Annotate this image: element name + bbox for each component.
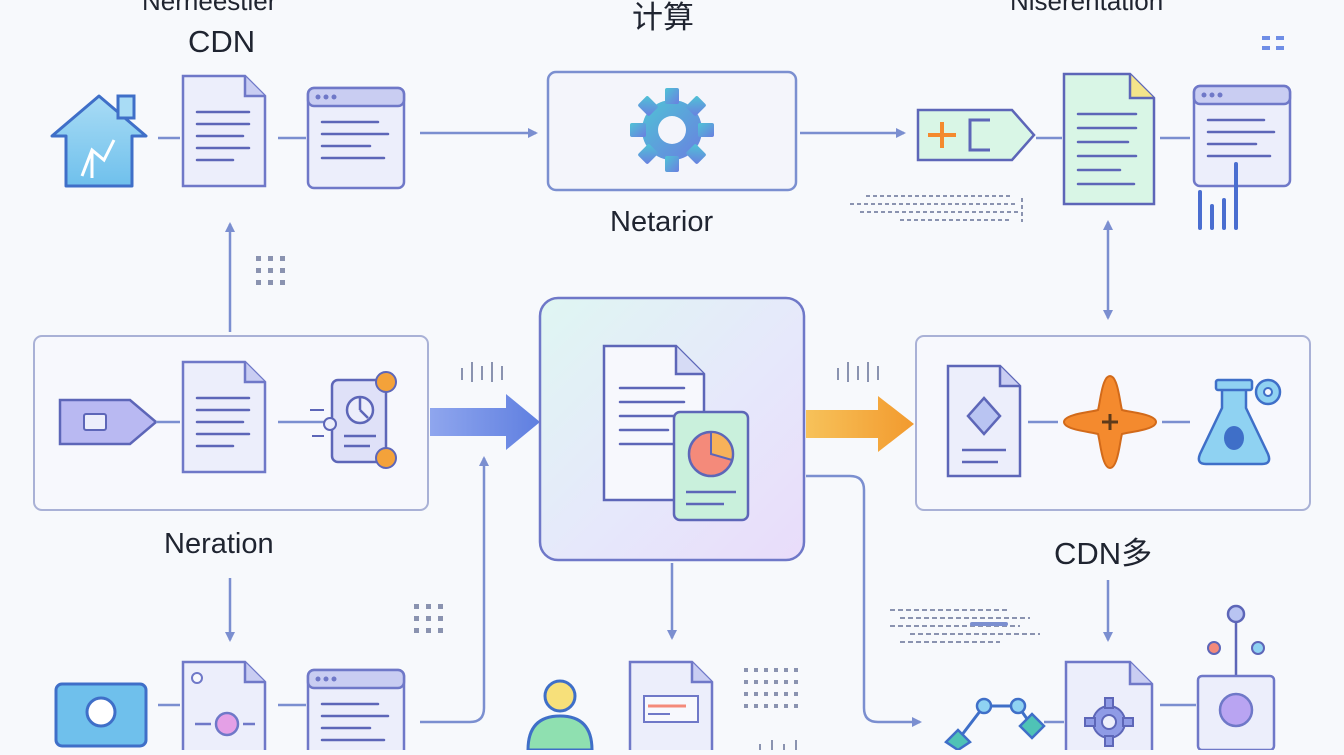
gear-icon — [630, 88, 714, 172]
middle-right-node — [915, 335, 1311, 511]
gear-document-icon — [1064, 660, 1154, 755]
tag-icon — [58, 398, 158, 446]
mid-center-label: Netarior — [610, 206, 714, 238]
chip-node-icon — [310, 371, 397, 469]
grid-dots-icon — [1262, 36, 1284, 50]
center-node — [538, 296, 806, 562]
pie-chart-card-icon — [672, 410, 750, 522]
middle-left-node — [33, 335, 429, 511]
top-center-node — [546, 70, 798, 192]
avatar-document-icon — [181, 660, 267, 755]
mid-right-label: CDN多 — [1054, 536, 1153, 571]
data-stream-lines — [890, 609, 1040, 643]
bottom-center-row — [526, 660, 797, 755]
orange-plus-star-icon — [1062, 374, 1158, 470]
top-center-label: 计算 — [632, 0, 694, 35]
house-icon — [50, 94, 148, 188]
green-document-icon — [1062, 72, 1156, 206]
top-left-label: CDN — [188, 24, 256, 59]
mid-left-label: Neration — [164, 528, 274, 560]
dot-decorations — [256, 256, 879, 708]
browser-window-icon — [306, 86, 406, 190]
diamond-document-icon — [946, 364, 1022, 478]
bottom-left-row — [54, 660, 406, 755]
plus-tag-icon — [916, 108, 1036, 162]
document-icon — [181, 74, 267, 188]
user-card-icon — [1196, 604, 1276, 752]
browser-window-icon — [306, 668, 406, 755]
bottom-right-row — [890, 604, 1276, 755]
chart-document-icon — [628, 660, 714, 755]
top-right-row — [850, 36, 1292, 230]
orange-arrow — [806, 396, 914, 452]
blue-arrow — [430, 394, 540, 450]
flask-gear-icon — [1197, 378, 1282, 466]
network-nodes-icon — [944, 697, 1046, 752]
monitor-user-icon — [54, 682, 148, 748]
connectors — [158, 128, 1196, 727]
person-icon — [526, 679, 594, 752]
bar-chart-icon — [1198, 162, 1238, 230]
data-stream-lines — [850, 195, 1023, 222]
document-icon — [181, 360, 267, 474]
top-left-row — [50, 74, 406, 190]
top-right-partial-label: Niserentation — [1010, 0, 1164, 16]
top-left-partial-label: Nerneestier — [142, 0, 277, 16]
browser-window-icon — [1192, 84, 1292, 188]
